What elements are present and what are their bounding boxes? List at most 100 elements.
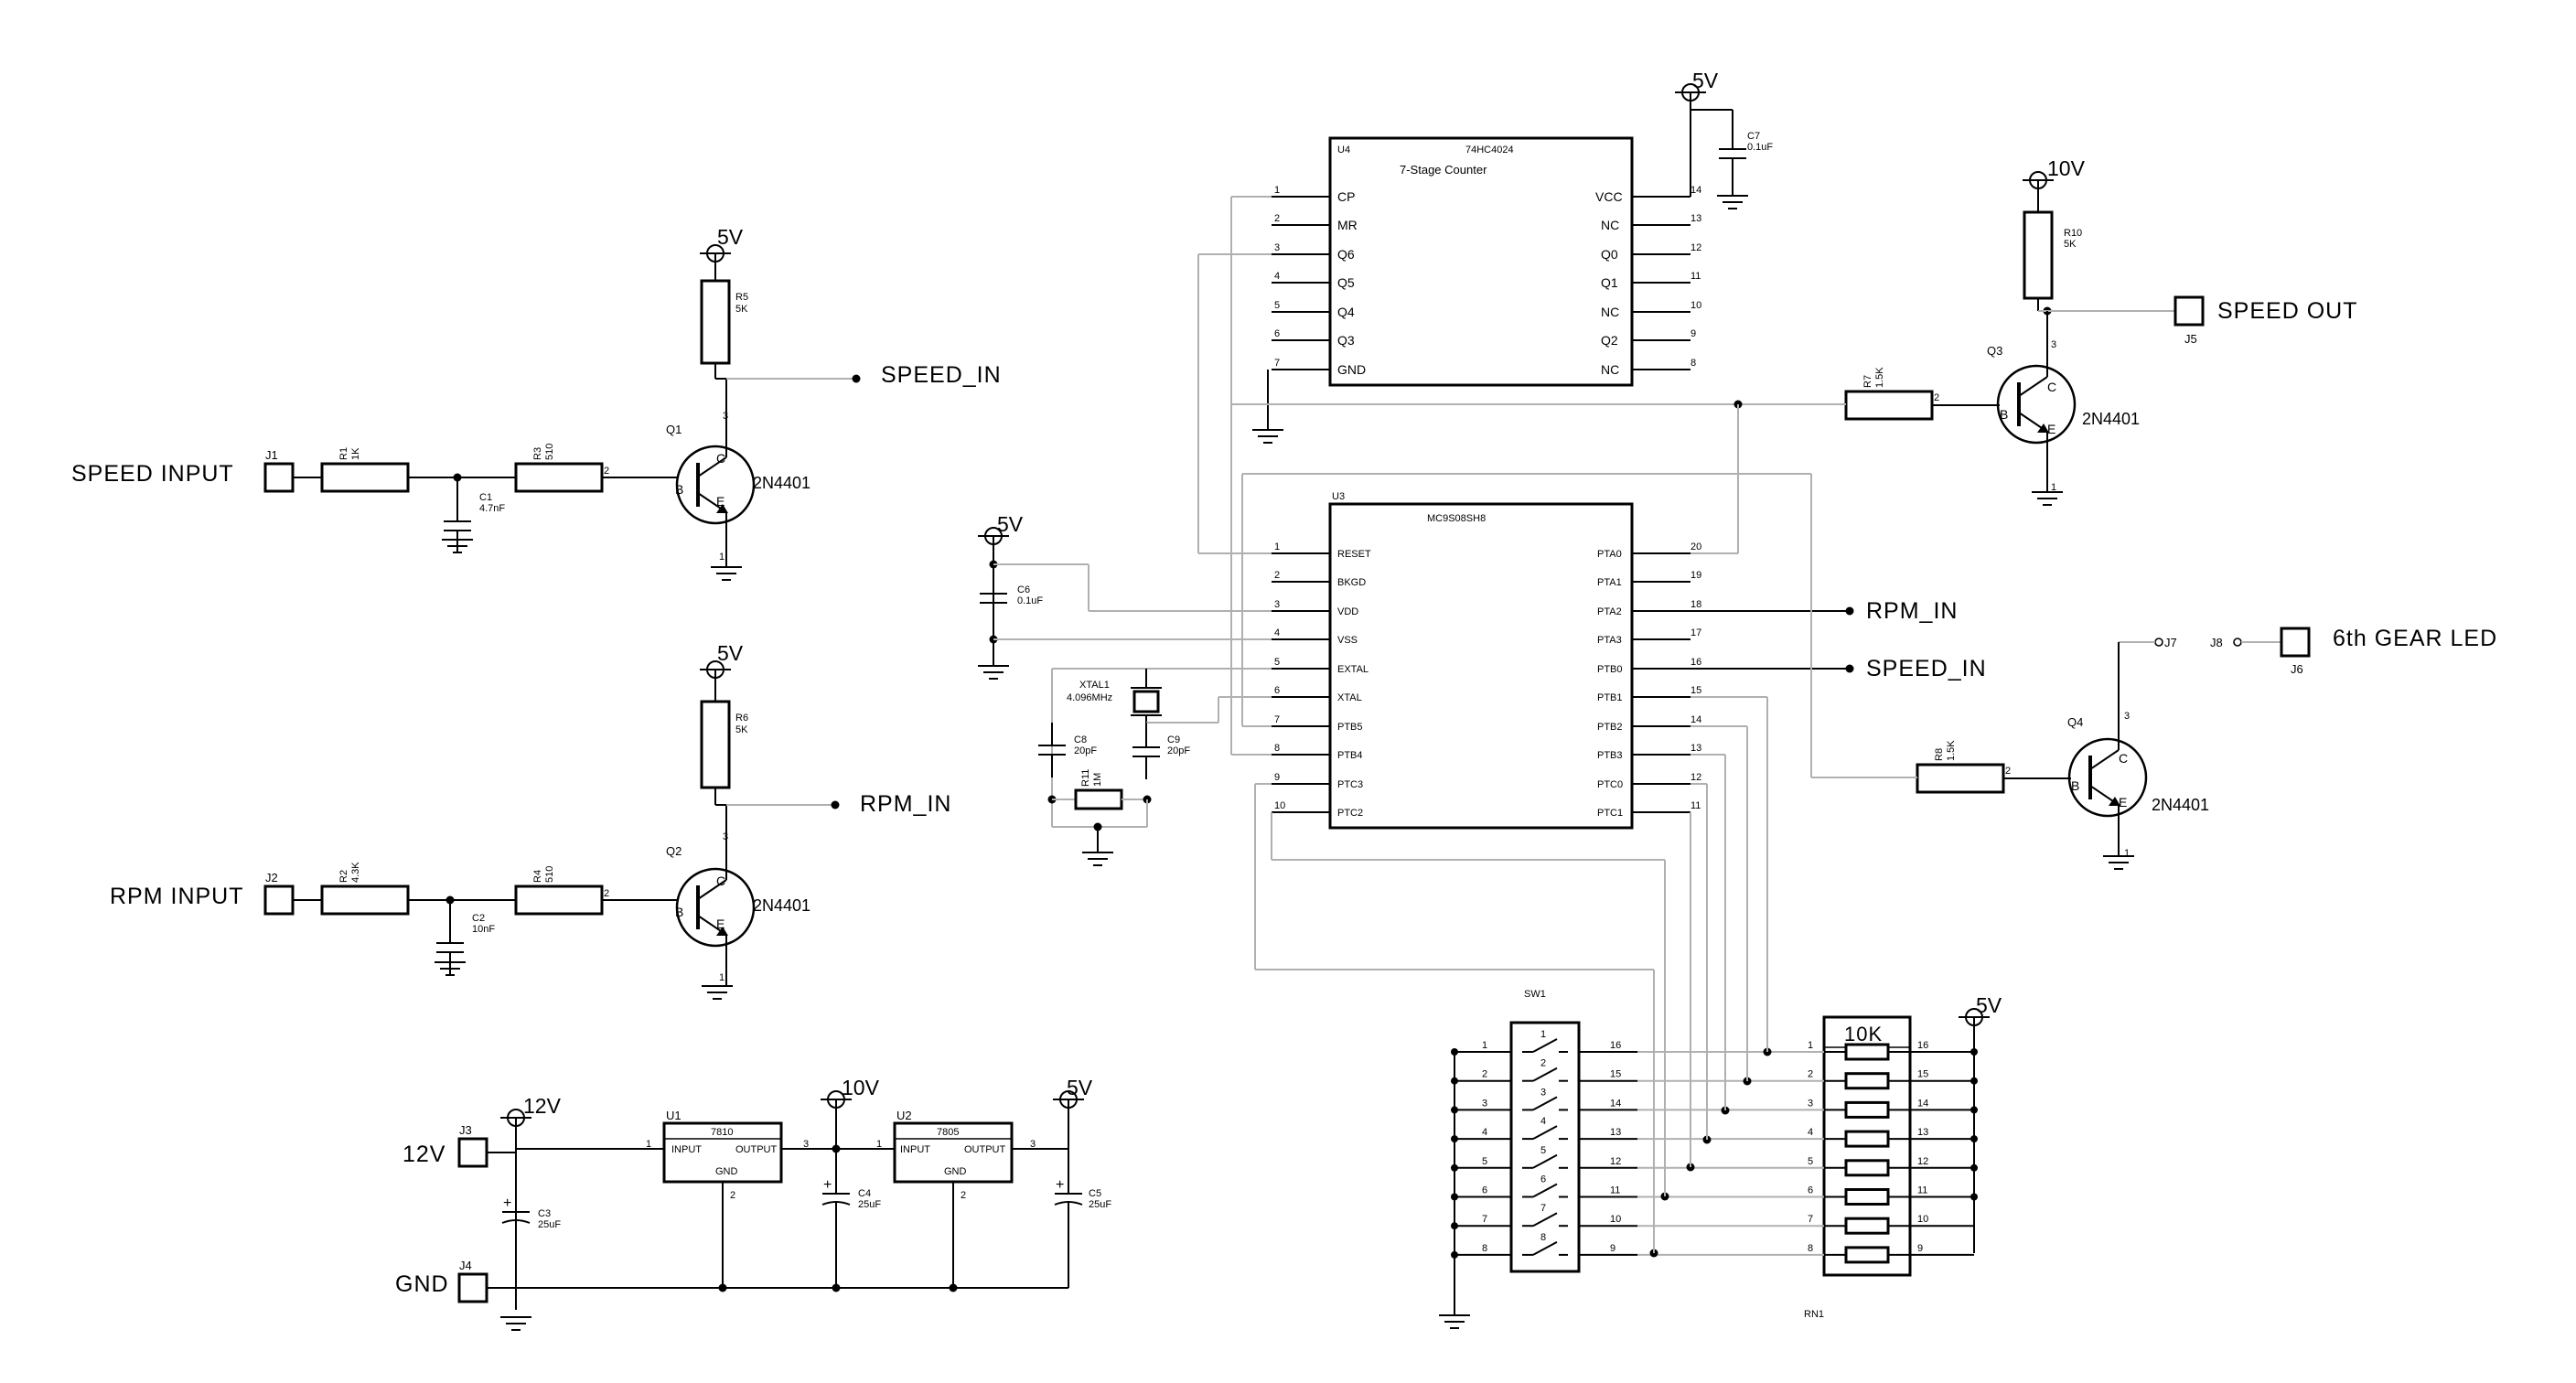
j6-ref: J6 bbox=[2291, 662, 2303, 676]
rn1-pin-left: 7 bbox=[1808, 1214, 1813, 1225]
sw1-pin-left: 4 bbox=[1482, 1127, 1487, 1138]
q3-pin1: 1 bbox=[2051, 482, 2056, 493]
u3-pin-2: 2 bbox=[1274, 570, 1280, 581]
rn1-pin-right: 16 bbox=[1917, 1040, 1928, 1051]
connector-j1[interactable] bbox=[263, 462, 295, 493]
c7-value: 0.1uF bbox=[1747, 142, 1773, 153]
u2-out-power: 5V bbox=[1067, 1076, 1093, 1099]
resistor-r7 bbox=[1844, 390, 1934, 421]
resistor-r2 bbox=[320, 884, 410, 916]
c1-value: 4.7nF bbox=[479, 503, 505, 514]
c4-value: 25uF bbox=[858, 1199, 881, 1210]
connector-j4[interactable] bbox=[457, 1272, 488, 1303]
u3-pin-pta3: PTA3 bbox=[1597, 635, 1622, 646]
q4-ref: Q4 bbox=[2067, 715, 2083, 729]
u3-pin-ptb0: PTB0 bbox=[1597, 664, 1623, 675]
net-label-rpm-input: RPM INPUT bbox=[110, 884, 244, 909]
u1-in-power: 12V bbox=[523, 1094, 562, 1118]
resistor-r1 bbox=[320, 462, 410, 493]
q3-c: C bbox=[2047, 380, 2056, 394]
mcu-u3: U3 MC9S08SH8 1 RESET 2 BKGD 3 VDD 4 VSS … bbox=[977, 404, 1986, 970]
u4-pin-q6: Q6 bbox=[1337, 247, 1355, 262]
connector-j6[interactable] bbox=[2280, 627, 2311, 658]
u3-pin-13: 13 bbox=[1690, 743, 1701, 754]
u1-part: 7810 bbox=[711, 1127, 733, 1138]
net-label-rpm-in-q2: RPM_IN bbox=[860, 791, 951, 817]
rn1-pin-left: 8 bbox=[1808, 1243, 1813, 1254]
sw1-pin-right: 15 bbox=[1610, 1069, 1621, 1080]
connector-j3[interactable] bbox=[457, 1137, 488, 1168]
u3-pin-extal: EXTAL bbox=[1337, 664, 1368, 675]
u4-pin-3: 3 bbox=[1274, 242, 1280, 253]
resistor-r8 bbox=[1916, 763, 2005, 794]
u2-input: INPUT bbox=[900, 1144, 930, 1155]
u1-out-power: 10V bbox=[842, 1076, 880, 1099]
u4-pin-q2: Q2 bbox=[1601, 333, 1618, 348]
u3-pin-20: 20 bbox=[1690, 541, 1701, 552]
speed-out-section: 10V R10 5K J5 SPEED OUT Q3 2N4401 B C E … bbox=[1733, 156, 2356, 553]
j8-ref: J8 bbox=[2210, 636, 2223, 649]
resistor-r6 bbox=[700, 700, 731, 789]
net-label-gnd: GND bbox=[395, 1271, 449, 1297]
u3-pins-right: 20 PTA0 19 PTA1 18 PTA2 17 PTA3 16 PTB0 … bbox=[1597, 541, 1701, 819]
u4-pin-6: 6 bbox=[1274, 328, 1280, 339]
u3-pin-7: 7 bbox=[1274, 714, 1280, 725]
q4-part: 2N4401 bbox=[2152, 796, 2209, 814]
rn1-pin-left: 1 bbox=[1808, 1040, 1813, 1051]
u4-pin-9: 9 bbox=[1690, 328, 1696, 339]
connector-j5[interactable] bbox=[2174, 295, 2205, 327]
u1-pin-out: 3 bbox=[803, 1139, 809, 1150]
u4-part: 74HC4024 bbox=[1465, 145, 1514, 155]
rn1-pin-right: 9 bbox=[1917, 1243, 1923, 1254]
sw1-switch-num: 1 bbox=[1540, 1029, 1546, 1040]
u3-pin-1: 1 bbox=[1274, 541, 1280, 552]
rn1-pin-right: 12 bbox=[1917, 1156, 1928, 1167]
u3-pin-ptc1: PTC1 bbox=[1597, 808, 1623, 819]
sw1-pin-left: 2 bbox=[1482, 1069, 1487, 1080]
sixth-gear-section: J7 J8 J6 6th GEAR LED Q4 2N4401 B C E 3 … bbox=[1914, 626, 2496, 870]
u3-pin-ptb2: PTB2 bbox=[1597, 722, 1623, 733]
u3-pin-15: 15 bbox=[1690, 685, 1701, 696]
j4-ref: J4 bbox=[459, 1259, 472, 1272]
u3-pin-4: 4 bbox=[1274, 627, 1280, 638]
resistor-r10 bbox=[2023, 210, 2054, 300]
r1-ref: R1 bbox=[338, 447, 349, 460]
q1-ref: Q1 bbox=[666, 423, 682, 436]
net-label-rpm-in-u3: RPM_IN bbox=[1866, 598, 1958, 624]
sw1-switch-num: 3 bbox=[1540, 1087, 1546, 1098]
u3-pin-8: 8 bbox=[1274, 743, 1280, 754]
r5-value: 5K bbox=[735, 304, 748, 315]
q3-e: E bbox=[2047, 422, 2055, 436]
u2-pin-gnd: 2 bbox=[961, 1190, 966, 1201]
sw1-pin-right: 9 bbox=[1610, 1243, 1615, 1254]
u3-pin-ptb4: PTB4 bbox=[1337, 750, 1363, 761]
r6-power: 5V bbox=[717, 641, 744, 665]
u4-pin-7: 7 bbox=[1274, 358, 1280, 369]
q3-ref: Q3 bbox=[1987, 344, 2002, 358]
c9-value: 20pF bbox=[1167, 745, 1190, 756]
rn1-pin-left: 4 bbox=[1808, 1127, 1813, 1138]
rn1-resistor bbox=[1844, 1246, 1890, 1264]
r2-value: 4.3K bbox=[350, 862, 361, 883]
q4-pin3: 3 bbox=[2124, 711, 2130, 722]
rn1-pin-left: 6 bbox=[1808, 1185, 1813, 1196]
u3-pin-11: 11 bbox=[1690, 800, 1701, 811]
u3-pin-bkgd: BKGD bbox=[1337, 577, 1366, 588]
sw1-pin-left: 1 bbox=[1482, 1040, 1487, 1051]
u3-pin-pta2: PTA2 bbox=[1597, 606, 1622, 617]
resistor-network-rn1: 10K RN1 5V bbox=[1804, 993, 2002, 1320]
connector-j2[interactable] bbox=[263, 884, 295, 916]
u3-pins-left: 1 RESET 2 BKGD 3 VDD 4 VSS 5 EXTAL 6 XTA… bbox=[1272, 541, 1371, 819]
u1-pin-gnd: 2 bbox=[730, 1190, 735, 1201]
r3-value: 510 bbox=[544, 444, 555, 460]
u1-input: INPUT bbox=[671, 1144, 702, 1155]
rn1-resistor bbox=[1844, 1043, 1890, 1061]
sw1-pin-right: 11 bbox=[1610, 1185, 1620, 1196]
resistor-r3 bbox=[514, 462, 604, 493]
u4-pin-1: 1 bbox=[1274, 185, 1280, 196]
u2-pin-out: 3 bbox=[1030, 1139, 1036, 1150]
r6-value: 5K bbox=[735, 724, 748, 735]
u1-pin-in: 1 bbox=[646, 1139, 651, 1150]
